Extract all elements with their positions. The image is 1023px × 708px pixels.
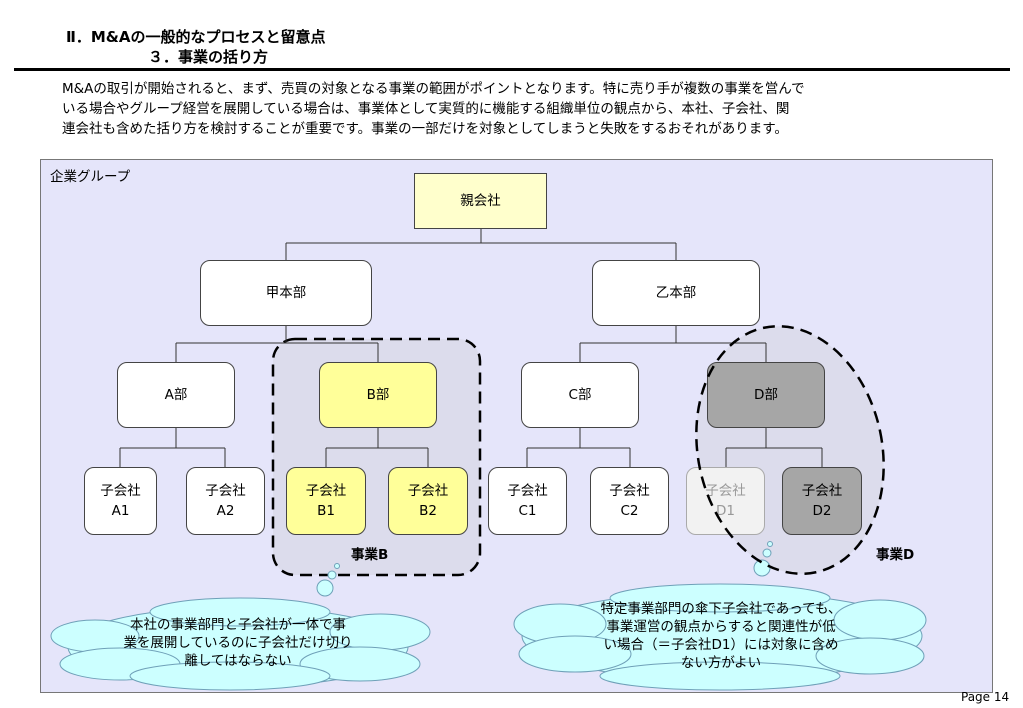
department-c-box: C部: [521, 362, 639, 428]
callout-right-line: ない方がよい: [680, 655, 762, 671]
callout-right-text: 特定事業部門の傘下子会社であっても、 事業運営の観点からすると関連性が低 い場合…: [566, 600, 876, 672]
slide-title-section: Ⅱ．M&Aの一般的なプロセスと留意点: [66, 28, 326, 46]
business-d-region-fill: [696, 326, 884, 574]
subsidiary-b1-box: 子会社 B1: [286, 467, 366, 535]
subsidiary-label: 子会社: [801, 483, 843, 499]
callout-left-line: 本社の事業部門と子会社が一体で事: [130, 617, 346, 633]
subsidiary-code: D1: [716, 503, 735, 519]
callout-left-text: 本社の事業部門と子会社が一体で事 業を展開しているのに子会社だけ切り 離してはな…: [88, 616, 388, 670]
department-a-box: A部: [117, 362, 235, 428]
slide-title-topic: ３．事業の括り方: [148, 48, 269, 66]
callout-right-cloud: [513, 583, 927, 691]
subsidiary-code: A1: [111, 503, 130, 519]
subsidiary-label: 子会社: [705, 483, 746, 499]
subsidiary-a1-box: 子会社 A1: [84, 467, 157, 535]
subsidiary-label: 子会社: [305, 483, 347, 499]
subsidiary-label: 子会社: [507, 483, 548, 499]
page-number: Page 14: [961, 690, 1010, 704]
callout-left-line: 離してはならない: [184, 653, 292, 669]
intro-line: M&Aの取引が開始されると、まず、売買の対象となる事業の範囲がポイントとなります…: [62, 81, 805, 97]
subsidiary-c2-box: 子会社 C2: [590, 467, 669, 535]
title-divider: [14, 68, 1010, 71]
corporate-group-label: 企業グループ: [50, 169, 131, 185]
subsidiary-code: D2: [812, 503, 832, 519]
intro-paragraph: M&Aの取引が開始されると、まず、売買の対象となる事業の範囲がポイントとなります…: [62, 79, 1012, 139]
callout-left-bubbles: [316, 563, 340, 597]
division-kou-box: 甲本部: [200, 260, 372, 326]
business-d-label: 事業D: [876, 547, 915, 563]
intro-line: 連会社も含めた括り方を検討することが重要です。事業の一部だけを対象としてしまうと…: [62, 121, 788, 137]
subsidiary-code: C1: [518, 503, 537, 519]
subsidiary-d2-box: 子会社 D2: [782, 467, 862, 535]
subsidiary-c1-box: 子会社 C1: [488, 467, 567, 535]
subsidiary-code: A2: [216, 503, 235, 519]
intro-line: いる場合やグループ経営を展開している場合は、事業体として実質的に機能する組織単位…: [62, 101, 790, 117]
business-b-label: 事業B: [351, 547, 389, 563]
subsidiary-b2-box: 子会社 B2: [388, 467, 468, 535]
division-otsu-box: 乙本部: [592, 260, 760, 326]
callout-right-line: 事業運営の観点からすると関連性が低: [606, 619, 836, 635]
subsidiary-label: 子会社: [205, 483, 246, 499]
subsidiary-label: 子会社: [100, 483, 141, 499]
department-d-box: D部: [707, 362, 825, 428]
subsidiary-code: B1: [317, 503, 335, 519]
parent-company-box: 親会社: [414, 173, 547, 229]
callout-right-line: 特定事業部門の傘下子会社であっても、: [600, 601, 842, 617]
subsidiary-code: B2: [419, 503, 437, 519]
department-b-box: B部: [319, 362, 437, 428]
subsidiary-label: 子会社: [407, 483, 449, 499]
callout-left-line: 業を展開しているのに子会社だけ切り: [123, 635, 353, 651]
callout-left-cloud: [50, 597, 431, 691]
subsidiary-label: 子会社: [609, 483, 650, 499]
callout-right-line: い場合（＝子会社D1）には対象に含め: [603, 637, 839, 653]
subsidiary-a2-box: 子会社 A2: [186, 467, 265, 535]
subsidiary-code: C2: [620, 503, 639, 519]
subsidiary-d1-box: 子会社 D1: [686, 467, 765, 535]
